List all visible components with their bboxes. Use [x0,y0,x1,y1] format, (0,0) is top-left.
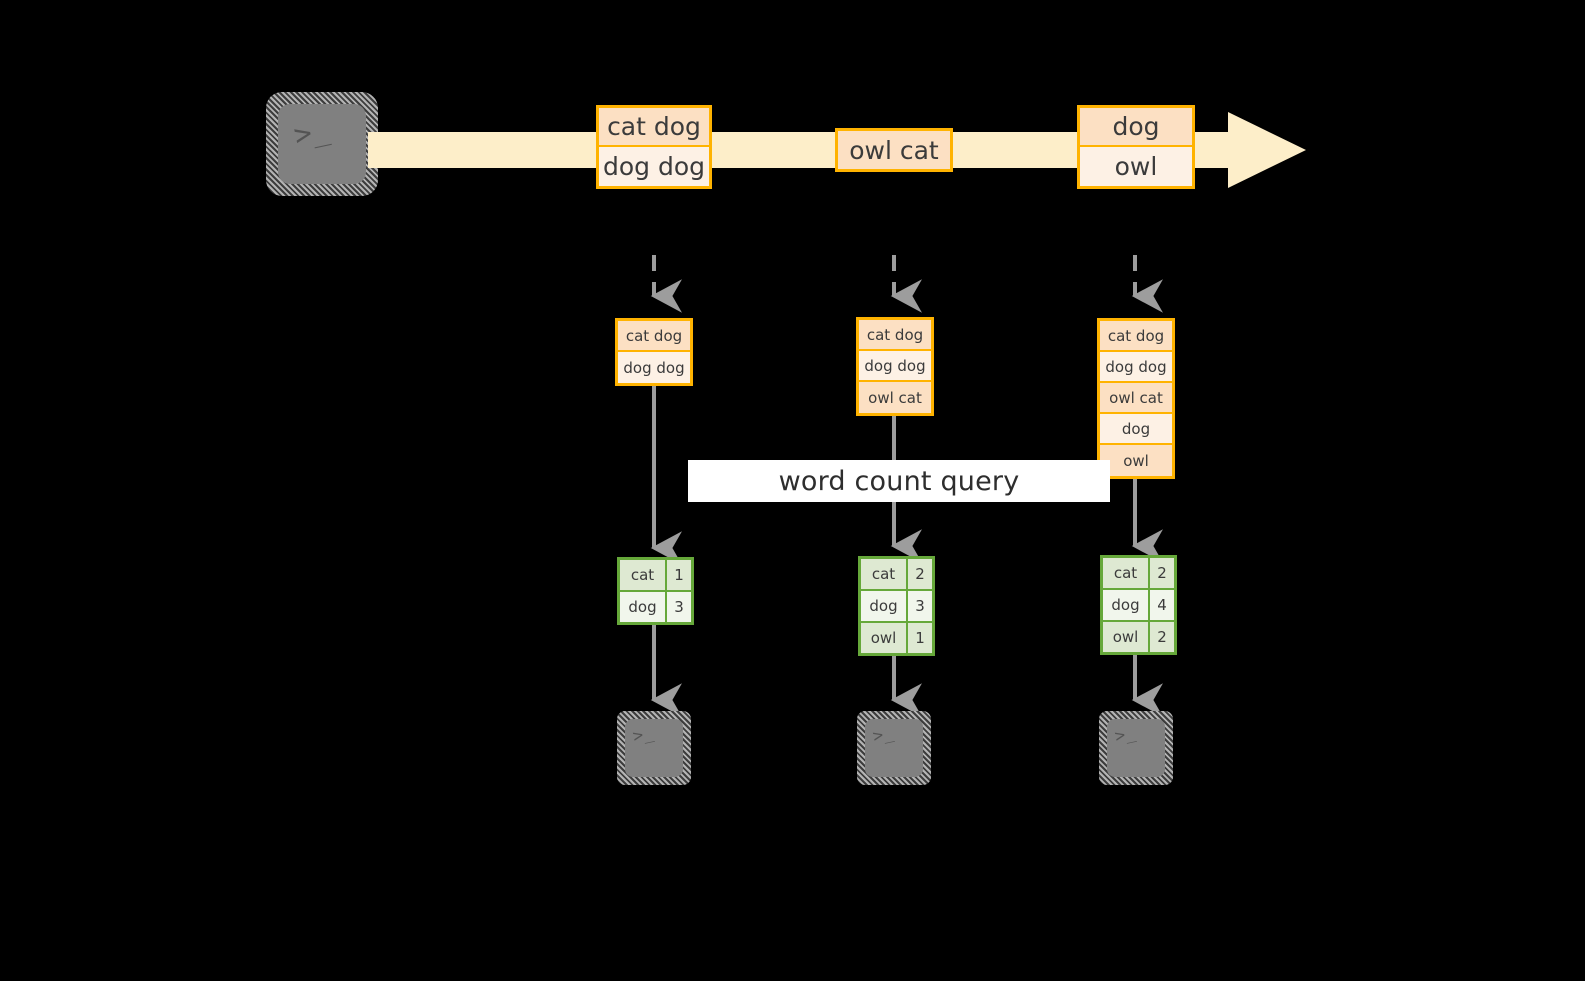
terminal-body [278,104,366,184]
result-value: 3 [667,592,691,622]
event-row: cat dog [599,108,709,147]
event-row: owl [1080,147,1192,186]
terminal-body [1107,719,1165,777]
query-label-band: word count query [688,460,1110,502]
terminal-prompt-glyph: >_ [631,723,656,747]
result-key: cat [1103,558,1150,588]
state-snapshot-2: cat dog dog dog owl cat [856,317,934,416]
state-row: owl cat [1100,383,1172,414]
terminal-prompt-glyph: >_ [290,111,332,153]
state-row: dog dog [859,351,931,382]
result-key: cat [861,559,908,589]
state-row: dog dog [618,352,690,383]
result-value: 2 [1150,558,1174,588]
result-value: 1 [908,623,932,653]
event-row: dog [1080,108,1192,147]
table-row: dog 3 [620,592,691,622]
terminal-body [865,719,923,777]
table-row: cat 2 [861,559,932,591]
result-table-2: cat 2 dog 3 owl 1 [858,556,935,656]
timeline-event-3: dog owl [1077,105,1195,189]
result-key: dog [620,592,667,622]
terminal-prompt-glyph: >_ [871,723,896,747]
result-key: dog [1103,590,1150,620]
table-row: cat 2 [1103,558,1174,590]
table-row: dog 3 [861,591,932,623]
table-row: cat 1 [620,560,691,592]
result-table-1: cat 1 dog 3 [617,557,694,625]
terminal-prompt-glyph: >_ [1113,723,1138,747]
result-value: 1 [667,560,691,590]
result-key: dog [861,591,908,621]
result-value: 3 [908,591,932,621]
state-row: dog dog [1100,352,1172,383]
timeline-event-2: owl cat [835,128,953,172]
result-table-3: cat 2 dog 4 owl 2 [1100,555,1177,655]
result-value: 2 [1150,622,1174,652]
result-key: owl [1103,622,1150,652]
state-snapshot-3: cat dog dog dog owl cat dog owl [1097,318,1175,479]
query-label-text: word count query [778,465,1020,497]
state-row: cat dog [1100,321,1172,352]
sink-terminal-icon-3: >_ [1099,711,1173,785]
result-key: cat [620,560,667,590]
state-row: dog [1100,414,1172,445]
state-row: owl cat [859,382,931,413]
result-key: owl [861,623,908,653]
timeline-event-1: cat dog dog dog [596,105,712,189]
state-row: owl [1100,445,1172,476]
table-row: owl 2 [1103,622,1174,652]
table-row: owl 1 [861,623,932,653]
table-row: dog 4 [1103,590,1174,622]
sink-terminal-icon-2: >_ [857,711,931,785]
result-value: 4 [1150,590,1174,620]
sink-terminal-icon-1: >_ [617,711,691,785]
source-terminal-icon: >_ [266,92,378,196]
event-row: dog dog [599,147,709,186]
event-row: owl cat [838,131,950,169]
terminal-body [625,719,683,777]
state-row: cat dog [859,320,931,351]
state-snapshot-1: cat dog dog dog [615,318,693,386]
result-value: 2 [908,559,932,589]
state-row: cat dog [618,321,690,352]
